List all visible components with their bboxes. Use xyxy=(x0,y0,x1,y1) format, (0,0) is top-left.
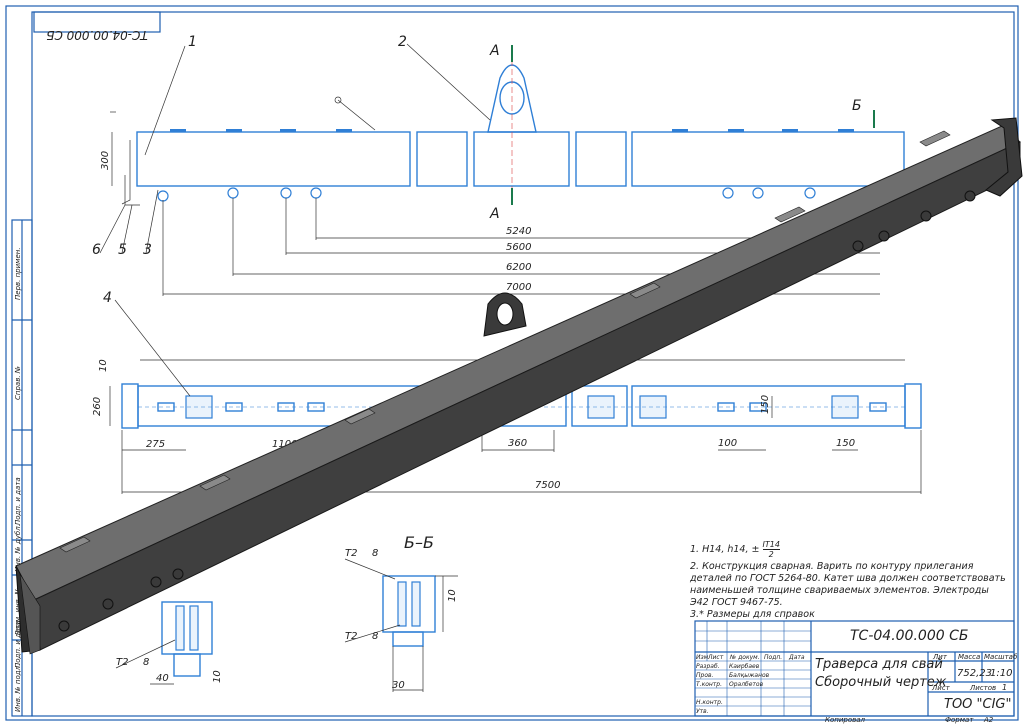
beam-3d-render xyxy=(15,117,1023,655)
callout-5: 5 xyxy=(118,242,127,258)
tb-sheet-label: Лист xyxy=(931,684,951,692)
outer-frame xyxy=(5,5,1019,721)
tb-role-razrab: Разраб. xyxy=(696,663,720,670)
detail-view: Т2 8 40 10 xyxy=(115,601,223,685)
dim-150-vertical: 150 xyxy=(760,395,771,414)
tb-format-label: Формат xyxy=(945,716,974,724)
weld-1-type: Т2 xyxy=(345,548,357,559)
notes-block: 1. H14, h14, ± IT14 2 2. Конструкция сва… xyxy=(690,540,1010,621)
tb-role-utv: Утв. xyxy=(696,708,709,715)
tb-hdr-list: Лист xyxy=(707,654,724,661)
dim-275: 275 xyxy=(146,439,165,450)
dim-360: 360 xyxy=(508,438,527,449)
weld-3-type: Т2 xyxy=(116,657,128,668)
dim-300: 300 xyxy=(100,151,111,170)
weld-2-type: Т2 xyxy=(345,631,357,642)
detail-dim-40: 40 xyxy=(156,673,169,684)
note-1: 1. H14, h14, ± IT14 2 xyxy=(690,540,1010,559)
tb-col-mass: Масса xyxy=(958,653,980,661)
callout-3: 3 xyxy=(143,242,152,258)
note-1-fraction: IT14 2 xyxy=(762,540,780,559)
dim-100: 100 xyxy=(718,438,737,449)
tb-sheets-label: Листов xyxy=(969,684,996,692)
tb-hdr-izm: Изм xyxy=(696,654,709,661)
tb-hdr-date: Дата xyxy=(788,654,805,661)
section-dim-10: 10 xyxy=(447,589,458,602)
note-1-prefix: 1. H14, h14, ± xyxy=(690,544,760,555)
tb-sheets-value: 1 xyxy=(1002,683,1007,692)
tb-col-scale: Масштаб xyxy=(984,653,1018,661)
strip-label-3: Подп. и дата xyxy=(14,477,22,525)
section-b-b: Б–Б 10 30 Т2 8 Т2 8 xyxy=(344,533,458,692)
strip-label-1: Перв. примен. xyxy=(14,247,22,300)
dim-150: 150 xyxy=(836,438,855,449)
tb-name-tkontr: Оралбетов xyxy=(729,681,764,688)
tb-scale-value: 1:10 xyxy=(990,668,1012,679)
dim-10-top: 10 xyxy=(98,359,109,372)
weld-1-size: 8 xyxy=(372,548,378,559)
strip-label-7: Инв. № подл. xyxy=(14,664,22,712)
tb-mass-value: 752,23 xyxy=(957,668,992,679)
section-mark-a-bottom: А xyxy=(489,206,500,222)
section-mark-a-top: А xyxy=(489,43,500,59)
strip-label-2: Справ. № xyxy=(14,366,22,400)
mirrored-stamp-text: ТС-04.00.000 СБ xyxy=(46,28,148,42)
tb-copied: Копировал xyxy=(825,716,866,724)
dim-260: 260 xyxy=(92,397,103,416)
note-1-frac-top: IT14 xyxy=(762,540,780,550)
tb-hdr-doc: № докум. xyxy=(729,654,760,661)
dim-1100: 1100 xyxy=(272,439,297,450)
note-1-frac-bottom: 2 xyxy=(768,550,774,559)
tb-name-prov: Балқыжанов xyxy=(729,672,770,679)
title-block: ТС-04.00.000 СБ Траверса для свай Сбороч… xyxy=(694,620,1018,724)
callout-6: 6 xyxy=(92,242,101,258)
tb-company: ТОО "CIG" xyxy=(944,697,1011,712)
dim-5240: 5240 xyxy=(506,226,531,237)
detail-dim-10: 10 xyxy=(212,670,223,683)
dim-7500: 7500 xyxy=(535,480,560,491)
tb-name-razrab: Каирбаев xyxy=(729,663,760,670)
tb-hdr-sign: Подп. xyxy=(764,654,782,661)
strip-label-4: Инв. № дубл. xyxy=(14,524,22,572)
tb-name-line2: Сборочный чертеж xyxy=(815,675,947,690)
dim-7000: 7000 xyxy=(506,282,531,293)
note-2: 2. Конструкция сварная. Варить по контур… xyxy=(690,561,1006,608)
strip-label-5: Взам. инв. № xyxy=(14,587,22,635)
tb-col-lit: Лит xyxy=(932,653,948,661)
dim-5600: 5600 xyxy=(506,242,531,253)
section-dim-30: 30 xyxy=(392,680,405,691)
tb-designation: ТС-04.00.000 СБ xyxy=(850,628,968,644)
note-3: 3.* Размеры для справок xyxy=(690,609,815,620)
dim-6200: 6200 xyxy=(506,262,531,273)
top-view: 10 260 275 1100 360 100 150 150 7500 4 xyxy=(92,111,922,494)
mirrored-stamp-box xyxy=(33,11,161,33)
tb-role-prov: Пров. xyxy=(696,672,714,679)
callout-1: 1 xyxy=(188,34,197,50)
strip-label-6: Подп. и дата xyxy=(14,620,22,668)
callout-2: 2 xyxy=(398,34,407,50)
callout-4: 4 xyxy=(103,290,112,306)
tb-role-nkontr: Н.контр. xyxy=(696,699,723,706)
tb-role-tkontr: Т.контр. xyxy=(696,681,722,688)
tb-name-line1: Траверса для свай xyxy=(815,657,943,672)
weld-3-size: 8 xyxy=(143,657,149,668)
weld-2-size: 8 xyxy=(372,631,378,642)
section-mark-b: Б xyxy=(852,98,862,114)
section-title: Б–Б xyxy=(404,533,434,552)
tb-format-value: А2 xyxy=(983,716,994,724)
